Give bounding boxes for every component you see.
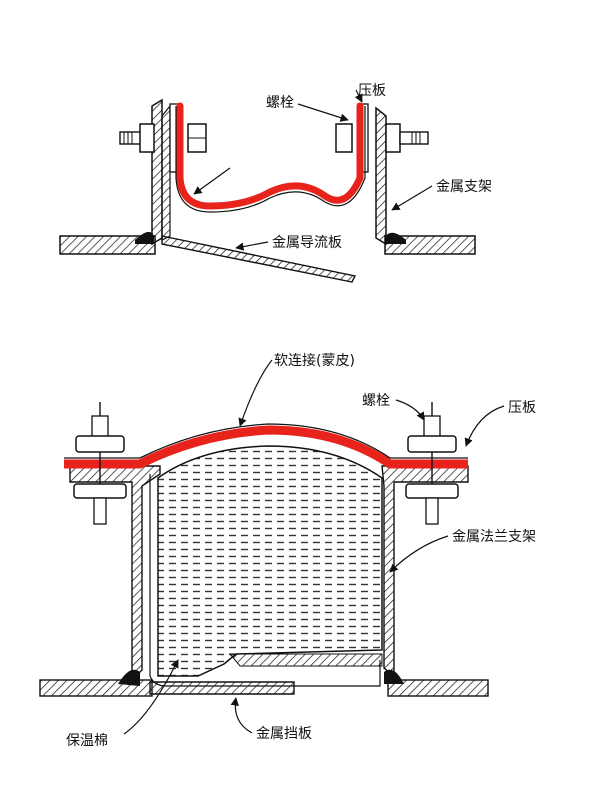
top-right-bolt (335, 123, 429, 153)
top-label-clamp-plate: 压板 (358, 83, 386, 99)
bottom-label-insulation-cotton: 保温棉 (66, 732, 108, 749)
top-diagram: 螺栓 压板 金属支架 金属导流板 (59, 83, 492, 283)
top-duct-wall-left (59, 235, 156, 255)
top-right-metal-bracket (375, 106, 406, 246)
top-label-metal-deflector: 金属导流板 (272, 235, 342, 251)
top-duct-wall-right (384, 235, 476, 255)
bottom-fabric-red (64, 425, 468, 469)
bottom-diagram: 软连接(蒙皮) 螺栓 压板 金属法兰支架 保温棉 金属挡板 (39, 352, 536, 749)
bottom-right-flange-bracket (381, 465, 469, 684)
top-fabric-red (176, 102, 364, 210)
bottom-label-clamp-plate: 压板 (508, 400, 536, 416)
top-left-bolt (119, 123, 207, 153)
bottom-right-bolt (405, 402, 459, 525)
bottom-left-flange-bracket (69, 465, 161, 686)
top-label-metal-bracket: 金属支架 (436, 179, 492, 195)
top-metal-deflector (161, 235, 357, 283)
bottom-label-soft-connection: 软连接(蒙皮) (274, 352, 355, 369)
bottom-duct-wall-right (387, 679, 489, 697)
bottom-label-metal-flange-bracket: 金属法兰支架 (452, 529, 536, 545)
top-label-bolt: 螺栓 (266, 95, 294, 111)
bottom-label-bolt: 螺栓 (362, 393, 390, 409)
bottom-label-metal-baffle: 金属挡板 (256, 726, 312, 742)
bottom-insulation-cotton (157, 445, 383, 677)
top-left-metal-bracket (135, 98, 171, 246)
bottom-left-bolt (73, 402, 127, 525)
bottom-metal-baffle (149, 681, 295, 695)
